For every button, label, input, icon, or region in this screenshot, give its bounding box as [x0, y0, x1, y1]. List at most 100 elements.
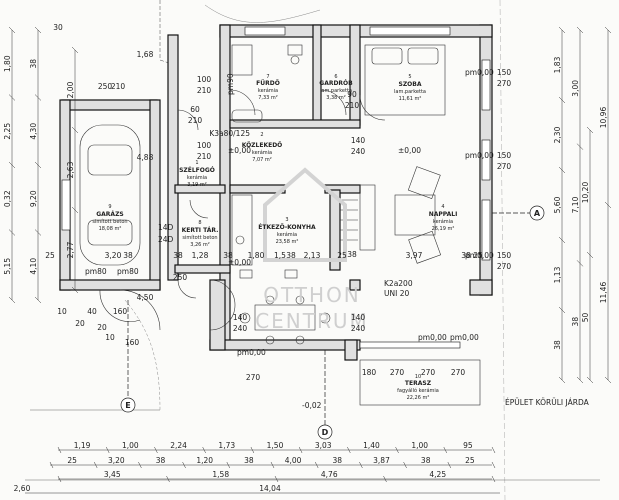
dimension-value: 1,73 — [218, 441, 235, 450]
dimension-line — [298, 446, 303, 454]
inner-dimension: 38 — [223, 251, 233, 260]
dimension-value: 3,20 — [108, 456, 125, 465]
opening-dimension: 270 — [497, 162, 512, 171]
dimension-value: 4,76 — [321, 470, 338, 479]
dimension-line — [586, 376, 594, 384]
dimension-line — [395, 446, 399, 454]
dimension-value: 95 — [463, 441, 473, 450]
opening-dimension: 210 — [188, 116, 203, 125]
dimension-line — [93, 461, 98, 469]
opening-dimension: 270 — [246, 373, 261, 382]
dimension-line — [604, 376, 612, 384]
axis-d-label: D — [322, 428, 329, 437]
opening-dimension: 140 — [351, 313, 366, 322]
dimension-line — [443, 446, 448, 454]
dimension-value: 2,25 — [3, 123, 12, 140]
dimension-line — [71, 206, 79, 214]
opening-dimension: 160 — [113, 307, 128, 316]
opening-dimension: 180 — [362, 368, 377, 377]
door-mark: pm80 — [85, 267, 107, 276]
dimension-value: 1,40 — [363, 441, 380, 450]
room-name: ÉTKEZŐ-KONYHA — [258, 223, 316, 231]
inner-dimension: 2,13 — [304, 251, 321, 260]
dimension-value: 9,20 — [29, 190, 38, 207]
dimension-line — [558, 96, 566, 104]
inner-dimension: 10 — [105, 333, 115, 342]
dimension-value: 4,25 — [429, 470, 446, 479]
dimension-line — [8, 94, 16, 101]
dimension-line — [586, 251, 594, 259]
misc-labels: K3a80/125 K2a200 UNI 20 ±0,00 ±0,00 ±0,0… — [85, 68, 590, 410]
opening-dimension: 240 — [233, 324, 248, 333]
opening-dimension: 210 — [197, 86, 212, 95]
dimension-value: 38 — [29, 59, 38, 69]
dimension-line — [34, 26, 42, 34]
room-num: 4 — [441, 204, 444, 210]
dimension-value: 1,19 — [74, 441, 91, 450]
inner-dimension: 4,50 — [137, 293, 154, 302]
inner-dimension: 10 — [57, 307, 67, 316]
room-material: kerámia — [277, 231, 297, 238]
inner-dimension: 38 — [173, 251, 183, 260]
door-swings — [99, 89, 386, 331]
opening-dimension: 210 — [111, 82, 126, 91]
dimension-lines — [8, 26, 612, 494]
room-num: 5 — [408, 74, 411, 80]
dimension-value: 2,60 — [14, 484, 31, 493]
room-area: 26,19 m² — [432, 226, 455, 232]
room-area: 3,38 m² — [326, 95, 346, 101]
dimension-value: 38 — [244, 456, 254, 465]
dimension-value: 25 — [465, 456, 475, 465]
room-num: 1 — [195, 160, 198, 166]
opening-dimension: 270 — [421, 368, 436, 377]
dimension-line — [576, 260, 584, 267]
level-mark: ±0,00 — [398, 146, 421, 155]
room-material: fagyálló kerámia — [397, 387, 439, 394]
dimension-value: 4,00 — [285, 456, 302, 465]
opening-dimension: 140 — [351, 136, 366, 145]
dimension-line — [359, 461, 363, 469]
dimension-value: 5,15 — [3, 258, 12, 275]
dimension-total: 14,04 — [259, 484, 281, 493]
dimension-value: 38 — [333, 456, 343, 465]
room-area: 23,58 m² — [276, 239, 299, 245]
dimension-value: 2,24 — [170, 441, 187, 450]
dimension-value: 1,83 — [553, 56, 562, 73]
dimension-line — [270, 461, 275, 469]
opening-dimension: 210 — [197, 152, 212, 161]
inner-dimension: 3,97 — [406, 251, 423, 260]
dimension-line — [347, 446, 351, 454]
opening-dimension: 270 — [497, 79, 512, 88]
dimension-line — [491, 461, 496, 469]
room-area: 18,08 m² — [99, 226, 122, 232]
opening-dimension: 140 — [233, 313, 248, 322]
opening-dimension: 270 — [497, 262, 512, 271]
dimension-line — [182, 461, 186, 469]
level-mark: pm0,00 — [237, 348, 266, 357]
inner-dimension: 38 — [347, 250, 357, 259]
room-name: NAPPALI — [429, 211, 458, 218]
dimension-value: 3,87 — [373, 456, 390, 465]
room-material: simított beton — [182, 234, 217, 241]
dimension-line — [49, 461, 54, 469]
opening-dimension: 270 — [451, 368, 466, 377]
room-material: lam.parketta — [320, 88, 352, 94]
lintel-k2: K2a200 — [384, 279, 413, 288]
room-num: 9 — [108, 204, 111, 210]
level-mark: pm0,00 — [465, 68, 494, 77]
opening-dimension: 160 — [125, 338, 140, 347]
dimension-value: 3,45 — [104, 470, 121, 479]
level-mark: pm0,00 — [465, 251, 494, 260]
room-material: kerámia — [433, 218, 453, 225]
level-mark: ±0,00 — [228, 258, 251, 267]
dimension-line — [154, 446, 158, 454]
site-lines — [25, 0, 600, 500]
dimension-line — [576, 26, 584, 34]
dimension-value: 38 — [156, 456, 166, 465]
room-num: 10 — [415, 374, 421, 380]
lintel-k3: K3a80/125 — [209, 129, 250, 138]
dimension-line — [250, 446, 255, 454]
dimension-value: 10,96 — [599, 107, 608, 129]
room-area: 7,07 m² — [252, 157, 272, 163]
